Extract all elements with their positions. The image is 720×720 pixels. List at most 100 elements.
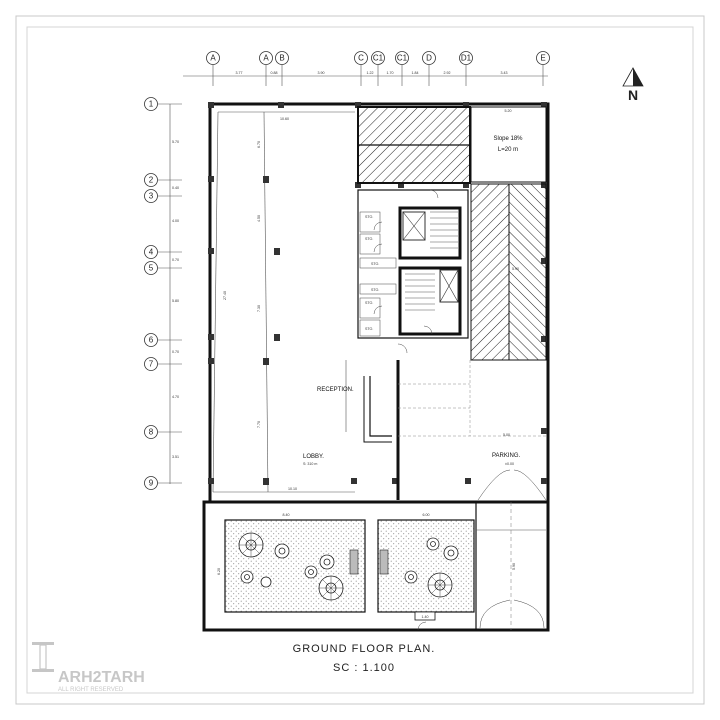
tree-icon (426, 537, 440, 551)
grid-col-e: E (536, 51, 550, 86)
storage-label-5: STO. (365, 301, 373, 305)
tree-icon (238, 532, 264, 558)
svg-text:B: B (279, 54, 284, 63)
svg-text:5: 5 (149, 264, 154, 273)
reception-label: RECEPTION. (317, 387, 354, 393)
garden-left-width-dim: 8.40 (283, 513, 290, 517)
lobby-height-dim: 27.40 (223, 291, 227, 300)
svg-text:8: 8 (149, 428, 154, 437)
svg-text:C1: C1 (397, 54, 408, 63)
col-dim-7: 2.92 (444, 71, 451, 75)
parking-width-dim: 5.00 (503, 433, 510, 437)
col-dim-4: 1.22 (367, 71, 374, 75)
svg-text:6: 6 (149, 336, 154, 345)
exterior-walls (202, 102, 550, 632)
watermark-rights: ALL RIGHT RESERVED (58, 687, 124, 693)
north-arrow: N (622, 67, 644, 103)
parking-level-label: ±0.00 (505, 462, 514, 466)
lobby-label: LOBBY. (303, 454, 324, 460)
ramp-slope-box: Slope 18% L=20 m 5.20 (470, 106, 547, 183)
ramp-upper-hatch (357, 106, 471, 184)
watermark-logo: ARH2TARH ALL RIGHT RESERVED (32, 642, 145, 693)
inner-sheet-border (26, 26, 694, 694)
svg-text:E: E (540, 54, 545, 63)
lobby-dim-b: 4.50 (257, 215, 261, 222)
row-dim-4: 0.70 (172, 258, 179, 262)
garden-right-width-dim: 6.00 (423, 513, 430, 517)
garden-right: 6.00 (377, 513, 475, 613)
drawing-title: GROUND FLOOR PLAN. (293, 643, 436, 655)
tree-icon (274, 543, 290, 559)
grid-row-2: 2 (144, 173, 182, 187)
tree-icon (260, 576, 272, 588)
svg-text:4: 4 (149, 248, 154, 257)
lobby-room: LOBBY. S: 310 m 10.60 27.40 6.70 4.50 7.… (223, 117, 324, 491)
garden-trees (238, 532, 459, 601)
garden-left: 8.40 6.20 (217, 513, 366, 613)
col-dim-6: 1.84 (412, 71, 419, 75)
grid-col-a1: A (259, 51, 273, 86)
row-dim-7: 4.70 (172, 395, 179, 399)
row-dim-8: 3.51 (172, 455, 179, 459)
ramp-length-label: L=20 m (498, 147, 518, 153)
lobby-area-label: S: 310 m (303, 462, 317, 466)
grid-row-7: 7 (144, 357, 182, 371)
lobby-dim-d: 7.70 (257, 421, 261, 428)
storage-label-2: STO. (365, 237, 373, 241)
driveway-dim: 5.90 (512, 563, 516, 570)
svg-text:2: 2 (149, 176, 154, 185)
grid-row-1: 1 (144, 97, 182, 111)
ramp-slope-label: Slope 18% (493, 136, 523, 142)
storage-label-6: STO. (365, 327, 373, 331)
ramp-height-dim: 5.90 (512, 267, 519, 271)
entrance-dim: 1.40 (422, 615, 429, 619)
svg-text:D1: D1 (461, 54, 472, 63)
lobby-glazing (212, 111, 355, 493)
tree-icon (304, 565, 318, 579)
svg-text:D: D (426, 54, 432, 63)
row-dim-3: 4.00 (172, 219, 179, 223)
tree-icon (427, 572, 453, 598)
parking-label: PARKING. (492, 453, 521, 459)
grid-col-c: C (354, 51, 368, 86)
parking-zone: PARKING. ±0.00 5.00 (396, 360, 547, 501)
storage-label-4: STO. (371, 288, 379, 292)
grid-row-5: 5 (144, 261, 182, 275)
grid-col-a: A (206, 51, 220, 86)
grid-row-3: 3 (144, 189, 182, 203)
grid-columns: A A B C C1 C1 D D1 E 3.77 0.88 3.90 1.22… (183, 51, 550, 86)
grid-col-c2: C1 (395, 51, 409, 86)
watermark-brand: ARH2TARH (58, 669, 145, 686)
north-label: N (628, 87, 638, 103)
lobby-top-dim: 10.60 (280, 117, 289, 121)
reception-desk: RECEPTION. (317, 360, 392, 443)
row-dim-2: 0.40 (172, 186, 179, 190)
grid-row-8: 8 (144, 425, 182, 439)
col-dim-2: 0.88 (271, 71, 278, 75)
lobby-dim-c: 7.30 (257, 305, 261, 312)
svg-text:C1: C1 (373, 54, 384, 63)
main-entrance: 1.40 (414, 611, 436, 631)
ramp-lower-hatch: 5.90 (470, 183, 547, 361)
grid-row-9: 9 (144, 476, 182, 490)
lobby-width-dim: 10.10 (288, 487, 297, 491)
tree-icon (318, 575, 344, 601)
col-dim-8: 3.43 (501, 71, 508, 75)
tree-icon (404, 570, 418, 584)
grid-row-6: 6 (144, 333, 182, 347)
drawing-scale: SC : 1.100 (333, 662, 395, 674)
svg-text:7: 7 (149, 360, 154, 369)
grid-row-4: 4 (144, 245, 182, 259)
courtyard-wall (202, 500, 550, 632)
grid-col-c1: C1 (371, 51, 385, 86)
col-dim-5: 1.70 (387, 71, 394, 75)
svg-text:9: 9 (149, 479, 154, 488)
svg-text:A: A (210, 54, 216, 63)
storage-label-3: STO. (371, 262, 379, 266)
tree-icon (319, 554, 335, 570)
col-dim-1: 3.77 (236, 71, 243, 75)
lobby-dim-a: 6.70 (257, 141, 261, 148)
garden-height-dim: 6.20 (217, 568, 221, 575)
row-dim-1: 5.70 (172, 140, 179, 144)
